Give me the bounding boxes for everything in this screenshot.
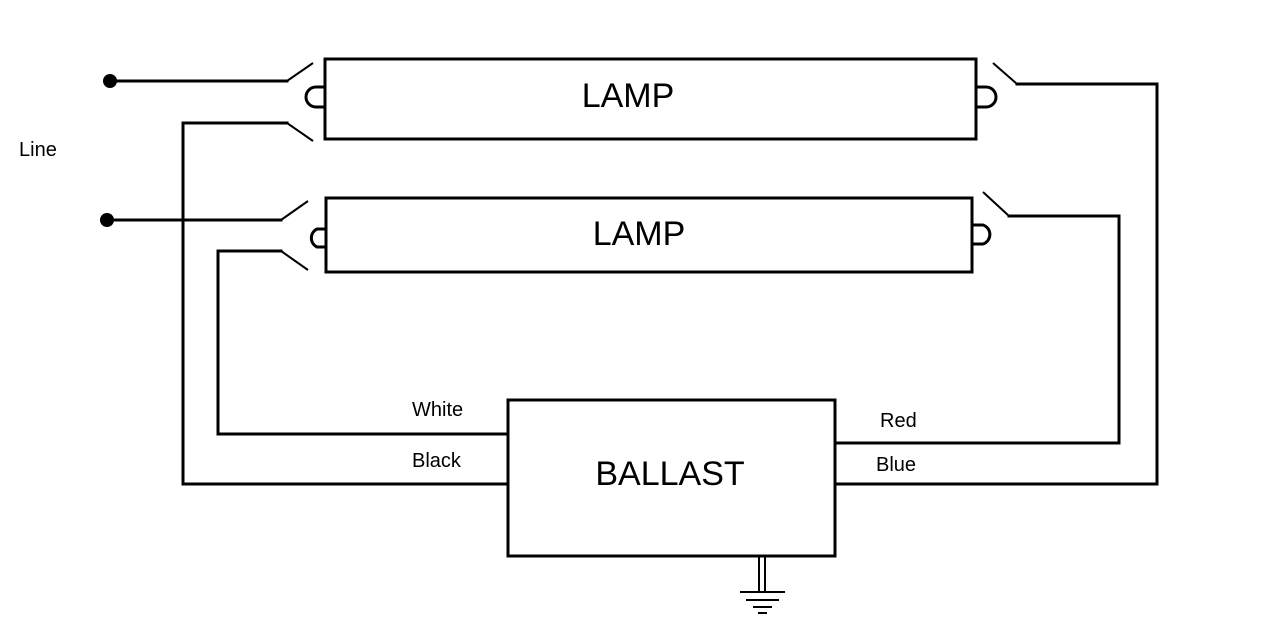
ground-icon xyxy=(740,557,785,614)
white-wire-label: White xyxy=(412,399,463,421)
ballast-label: BALLAST xyxy=(595,455,744,493)
red-wire-label: Red xyxy=(880,410,917,432)
lamp-bottom-label: LAMP xyxy=(593,215,686,253)
blue-wire-label: Blue xyxy=(876,454,916,476)
blue-wire xyxy=(834,82,1159,486)
red-wire xyxy=(834,214,1121,445)
lamp-top-left-socket xyxy=(286,62,327,142)
lamp-bottom-tube xyxy=(324,196,974,274)
white-wire xyxy=(216,249,509,436)
lamp-top-right-socket xyxy=(974,62,1018,109)
lamp-bottom-left-socket xyxy=(280,200,328,271)
ballast-box xyxy=(506,398,837,558)
line-label: Line xyxy=(19,139,57,161)
black-wire-label: Black xyxy=(412,450,462,472)
lamp-top-tube xyxy=(323,57,978,141)
black-wire xyxy=(181,121,509,486)
lamp-bottom-right-socket xyxy=(970,191,1010,246)
lamp-top-label: LAMP xyxy=(582,77,675,115)
